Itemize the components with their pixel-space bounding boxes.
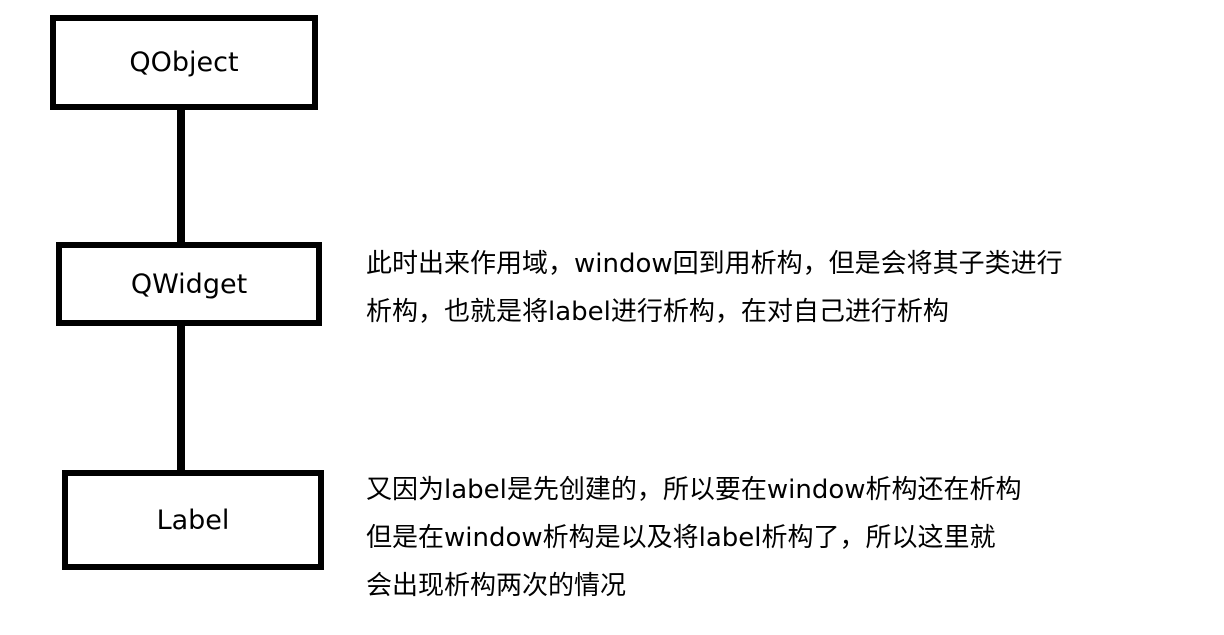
connector-qwidget-label (177, 322, 185, 474)
class-name-qobject: QObject (129, 47, 239, 78)
class-box-qwidget: QWidget (56, 242, 322, 326)
connector-qobject-qwidget (177, 106, 185, 246)
note-line: 析构，也就是将label进行析构，在对自己进行析构 (366, 297, 949, 327)
class-box-qobject: QObject (50, 15, 318, 110)
note-line: 此时出来作用域，window回到用析构，但是会将其子类进行 (366, 249, 1063, 279)
note-line: 但是在window析构是以及将label析构了，所以这里就 (366, 523, 996, 553)
note-line: 又因为label是先创建的，所以要在window析构还在析构 (366, 475, 1022, 505)
note-line: 会出现析构两次的情况 (366, 571, 627, 601)
class-name-qwidget: QWidget (130, 268, 248, 300)
note-double-destruction: 又因为label是先创建的，所以要在window析构还在析构 但是在window… (366, 466, 1022, 610)
note-destruction-order: 此时出来作用域，window回到用析构，但是会将其子类进行 析构，也就是将lab… (366, 240, 1063, 336)
class-name-label: Label (156, 504, 230, 536)
class-box-label: Label (62, 470, 324, 570)
